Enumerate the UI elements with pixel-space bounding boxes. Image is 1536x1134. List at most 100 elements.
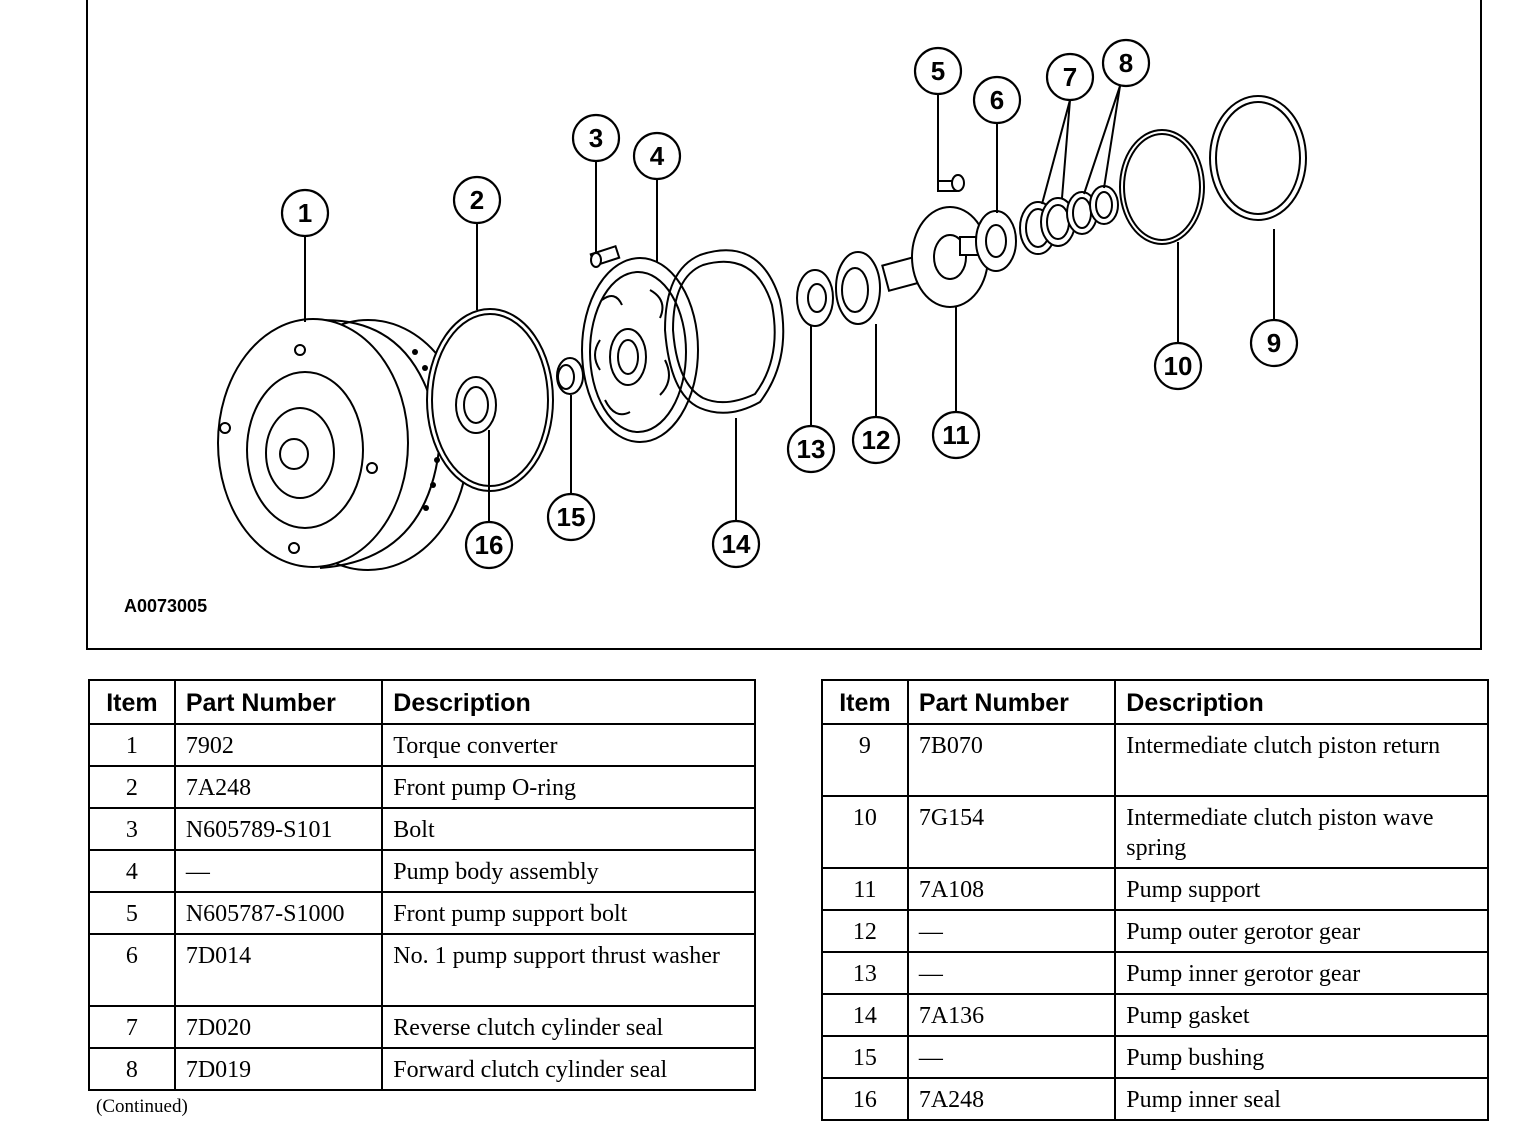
callout-11: 11 <box>931 410 981 460</box>
part-number-cell: 7G154 <box>906 795 1117 869</box>
figure-id: A0073005 <box>124 596 208 616</box>
piston-return-part <box>1209 95 1307 221</box>
svg-text:10: 10 <box>1164 351 1193 381</box>
part-number-cell: — <box>906 909 1117 953</box>
pump-body-assembly-part <box>581 257 699 443</box>
svg-text:16: 16 <box>475 530 504 560</box>
part-number-cell: — <box>173 849 384 893</box>
description-cell: Reverse clutch cylinder seal <box>381 1005 756 1049</box>
item-cell: 6 <box>88 933 176 1007</box>
part-number-cell: — <box>906 951 1117 995</box>
description-cell: Pump inner seal <box>1114 1077 1489 1121</box>
description-cell: Pump support <box>1114 867 1489 911</box>
callout-3: 3 <box>571 113 621 163</box>
part-number-cell: 7A248 <box>906 1077 1117 1121</box>
continued-note: (Continued) <box>96 1096 188 1117</box>
thrust-washer-part <box>975 210 1017 272</box>
pump-support-part <box>881 206 989 308</box>
part-number-cell: N605787-S1000 <box>173 891 384 935</box>
header-part-number: Part Number <box>173 679 384 725</box>
pump-bushing-part <box>556 357 584 395</box>
item-cell: 10 <box>821 795 909 869</box>
svg-text:9: 9 <box>1267 328 1281 358</box>
reverse-clutch-cylinder-seal-part <box>1019 197 1076 255</box>
part-number-cell: 7D019 <box>173 1047 384 1091</box>
svg-text:11: 11 <box>942 420 970 450</box>
svg-text:12: 12 <box>862 425 891 455</box>
callout-6: 6 <box>972 75 1022 125</box>
part-number-cell: 7D020 <box>173 1005 384 1049</box>
part-number-cell: 7B070 <box>906 723 1117 797</box>
svg-text:14: 14 <box>722 529 751 559</box>
leader-lines <box>304 85 1275 522</box>
item-cell: 14 <box>821 993 909 1037</box>
forward-clutch-cylinder-seal-part <box>1066 185 1119 235</box>
pump-inner-gerotor-gear-part <box>796 269 834 327</box>
description-cell: Pump inner gerotor gear <box>1114 951 1489 995</box>
part-number-cell: N605789-S101 <box>173 807 384 851</box>
description-cell: No. 1 pump support thrust washer <box>381 933 756 1007</box>
table-row: 4—Pump body assembly <box>88 849 756 893</box>
callout-16: 16 <box>464 520 514 570</box>
part-number-cell: 7A108 <box>906 867 1117 911</box>
item-cell: 2 <box>88 765 176 809</box>
front-pump-support-bolt-part <box>937 174 965 192</box>
item-cell: 16 <box>821 1077 909 1121</box>
callout-2: 2 <box>452 175 502 225</box>
description-cell: Front pump O-ring <box>381 765 756 809</box>
header-item: Item <box>821 679 909 725</box>
callout-4: 4 <box>632 131 682 181</box>
description-cell: Intermediate clutch piston return <box>1114 723 1489 797</box>
header-part-number: Part Number <box>906 679 1117 725</box>
item-cell: 3 <box>88 807 176 851</box>
svg-text:1: 1 <box>298 198 312 228</box>
table-header-row: Item Part Number Description <box>88 679 756 725</box>
table-header-row: Item Part Number Description <box>821 679 1489 725</box>
description-cell: Pump outer gerotor gear <box>1114 909 1489 953</box>
description-cell: Intermediate clutch piston wave spring <box>1114 795 1489 869</box>
callout-10: 10 <box>1153 341 1203 391</box>
torque-converter-part <box>217 318 469 571</box>
table-row: 12—Pump outer gerotor gear <box>821 909 1489 953</box>
part-number-cell: 7D014 <box>173 933 384 1007</box>
callout-14: 14 <box>711 519 761 569</box>
item-cell: 4 <box>88 849 176 893</box>
pump-gasket-part <box>663 249 785 414</box>
item-cell: 15 <box>821 1035 909 1079</box>
item-cell: 1 <box>88 723 176 767</box>
callout-8: 8 <box>1101 38 1151 88</box>
table-row: 15—Pump bushing <box>821 1035 1489 1079</box>
callout-12: 12 <box>851 415 901 465</box>
svg-text:2: 2 <box>470 185 484 215</box>
item-cell: 5 <box>88 891 176 935</box>
item-cell: 11 <box>821 867 909 911</box>
svg-text:8: 8 <box>1119 48 1133 78</box>
item-cell: 12 <box>821 909 909 953</box>
item-cell: 9 <box>821 723 909 797</box>
exploded-diagram: 1 2 3 4 5 6 7 8 9 10 11 12 13 14 15 16 <box>217 38 1307 571</box>
item-cell: 7 <box>88 1005 176 1049</box>
exploded-diagram-frame <box>86 0 1482 650</box>
svg-text:6: 6 <box>990 85 1004 115</box>
callout-9: 9 <box>1249 318 1299 368</box>
description-cell: Pump bushing <box>1114 1035 1489 1079</box>
svg-text:7: 7 <box>1063 62 1077 92</box>
description-cell: Pump body assembly <box>381 849 756 893</box>
header-item: Item <box>88 679 176 725</box>
part-number-cell: 7902 <box>173 723 384 767</box>
svg-text:5: 5 <box>931 56 945 86</box>
svg-text:15: 15 <box>557 502 586 532</box>
description-cell: Pump gasket <box>1114 993 1489 1037</box>
table-row: 13—Pump inner gerotor gear <box>821 951 1489 995</box>
description-cell: Forward clutch cylinder seal <box>381 1047 756 1091</box>
